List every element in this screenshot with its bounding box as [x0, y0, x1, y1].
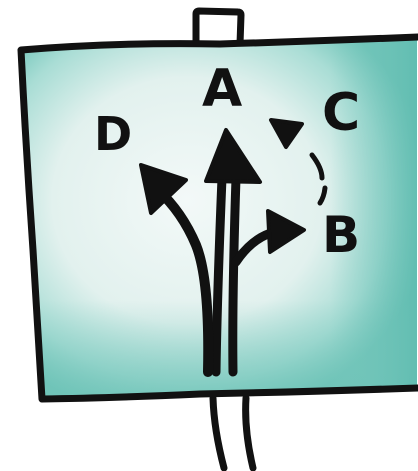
arrow-d-head: [139, 163, 188, 215]
arrow-a-head: [204, 128, 262, 184]
sign-board-outline: [17, 33, 418, 403]
arrow-a-shaft: [211, 173, 227, 377]
post-top: [192, 7, 245, 48]
arrow-b-head: [266, 209, 306, 254]
arrow-a-shaft-2: [228, 173, 241, 377]
arrow-c-dash-2: [317, 185, 328, 206]
label-b: B: [322, 206, 360, 264]
direction-labels: A B C D: [94, 59, 360, 264]
label-a: A: [202, 59, 242, 119]
label-c: C: [322, 83, 360, 143]
post-bottom-left: [209, 394, 228, 471]
arrow-d-shaft: [153, 185, 214, 377]
arrow-c-dash-1: [309, 152, 325, 181]
post-bottom-right: [242, 394, 257, 471]
arrow-c-head: [269, 118, 304, 149]
direction-arrows: [139, 118, 328, 377]
label-d: D: [94, 107, 132, 161]
